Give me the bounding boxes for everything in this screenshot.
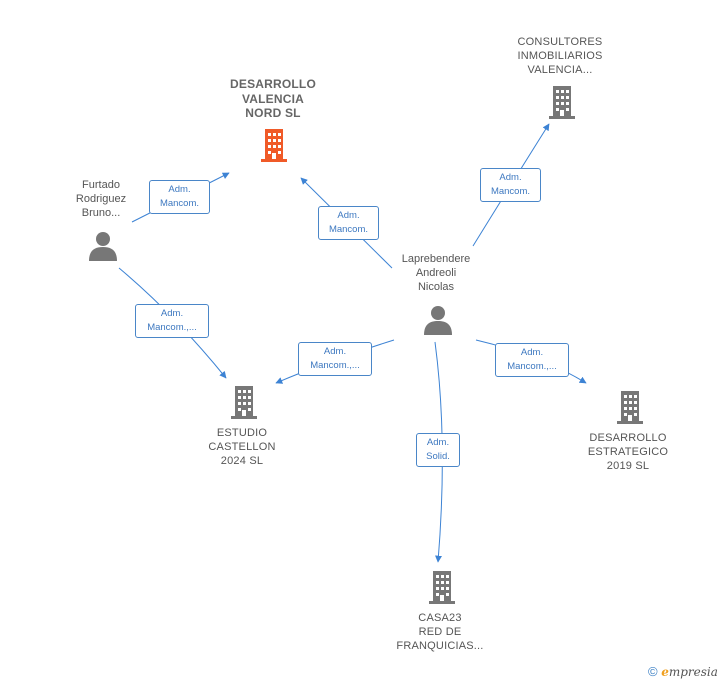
building-icon[interactable] [614, 389, 646, 425]
copyright-icon: © [648, 664, 658, 679]
building-icon[interactable] [258, 127, 290, 163]
edge-label-laprebendere-estrategico[interactable]: Adm. Mancom.,... [495, 343, 569, 377]
person-icon[interactable] [422, 304, 454, 336]
node-label-laprebendere[interactable]: Laprebendere Andreoli Nicolas [401, 253, 471, 293]
node-label-estudio[interactable]: ESTUDIO CASTELLON 2024 SL [208, 427, 276, 467]
node-label-furtado[interactable]: Furtado Rodriguez Bruno... [75, 179, 127, 219]
node-label-casa23[interactable]: CASA23 RED DE FRANQUICIAS... [396, 612, 484, 652]
node-label-consultores[interactable]: CONSULTORES INMOBILIARIOS VALENCIA... [517, 36, 603, 76]
edge-label-furtado-estudio[interactable]: Adm. Mancom.,... [135, 304, 209, 338]
brand-logo[interactable]: empresia [661, 665, 718, 679]
footer-branding: © empresia [648, 664, 718, 679]
edge-label-laprebendere-estudio[interactable]: Adm. Mancom.,... [298, 342, 372, 376]
node-label-desarrollo-estrategico[interactable]: DESARROLLO ESTRATEGICO 2019 SL [587, 432, 669, 472]
building-icon[interactable] [228, 384, 260, 420]
node-label-desarrollo-valencia[interactable]: DESARROLLO VALENCIA NORD SL [230, 77, 316, 120]
building-icon[interactable] [546, 84, 578, 120]
person-icon[interactable] [87, 230, 119, 262]
edge-label-laprebendere-casa23[interactable]: Adm. Solid. [416, 433, 460, 467]
edge-label-laprebendere-consultores[interactable]: Adm. Mancom. [480, 168, 541, 202]
edge-label-furtado-desarrollo[interactable]: Adm. Mancom. [149, 180, 210, 214]
edge-label-laprebendere-desarrollo[interactable]: Adm. Mancom. [318, 206, 379, 240]
building-icon[interactable] [426, 569, 458, 605]
